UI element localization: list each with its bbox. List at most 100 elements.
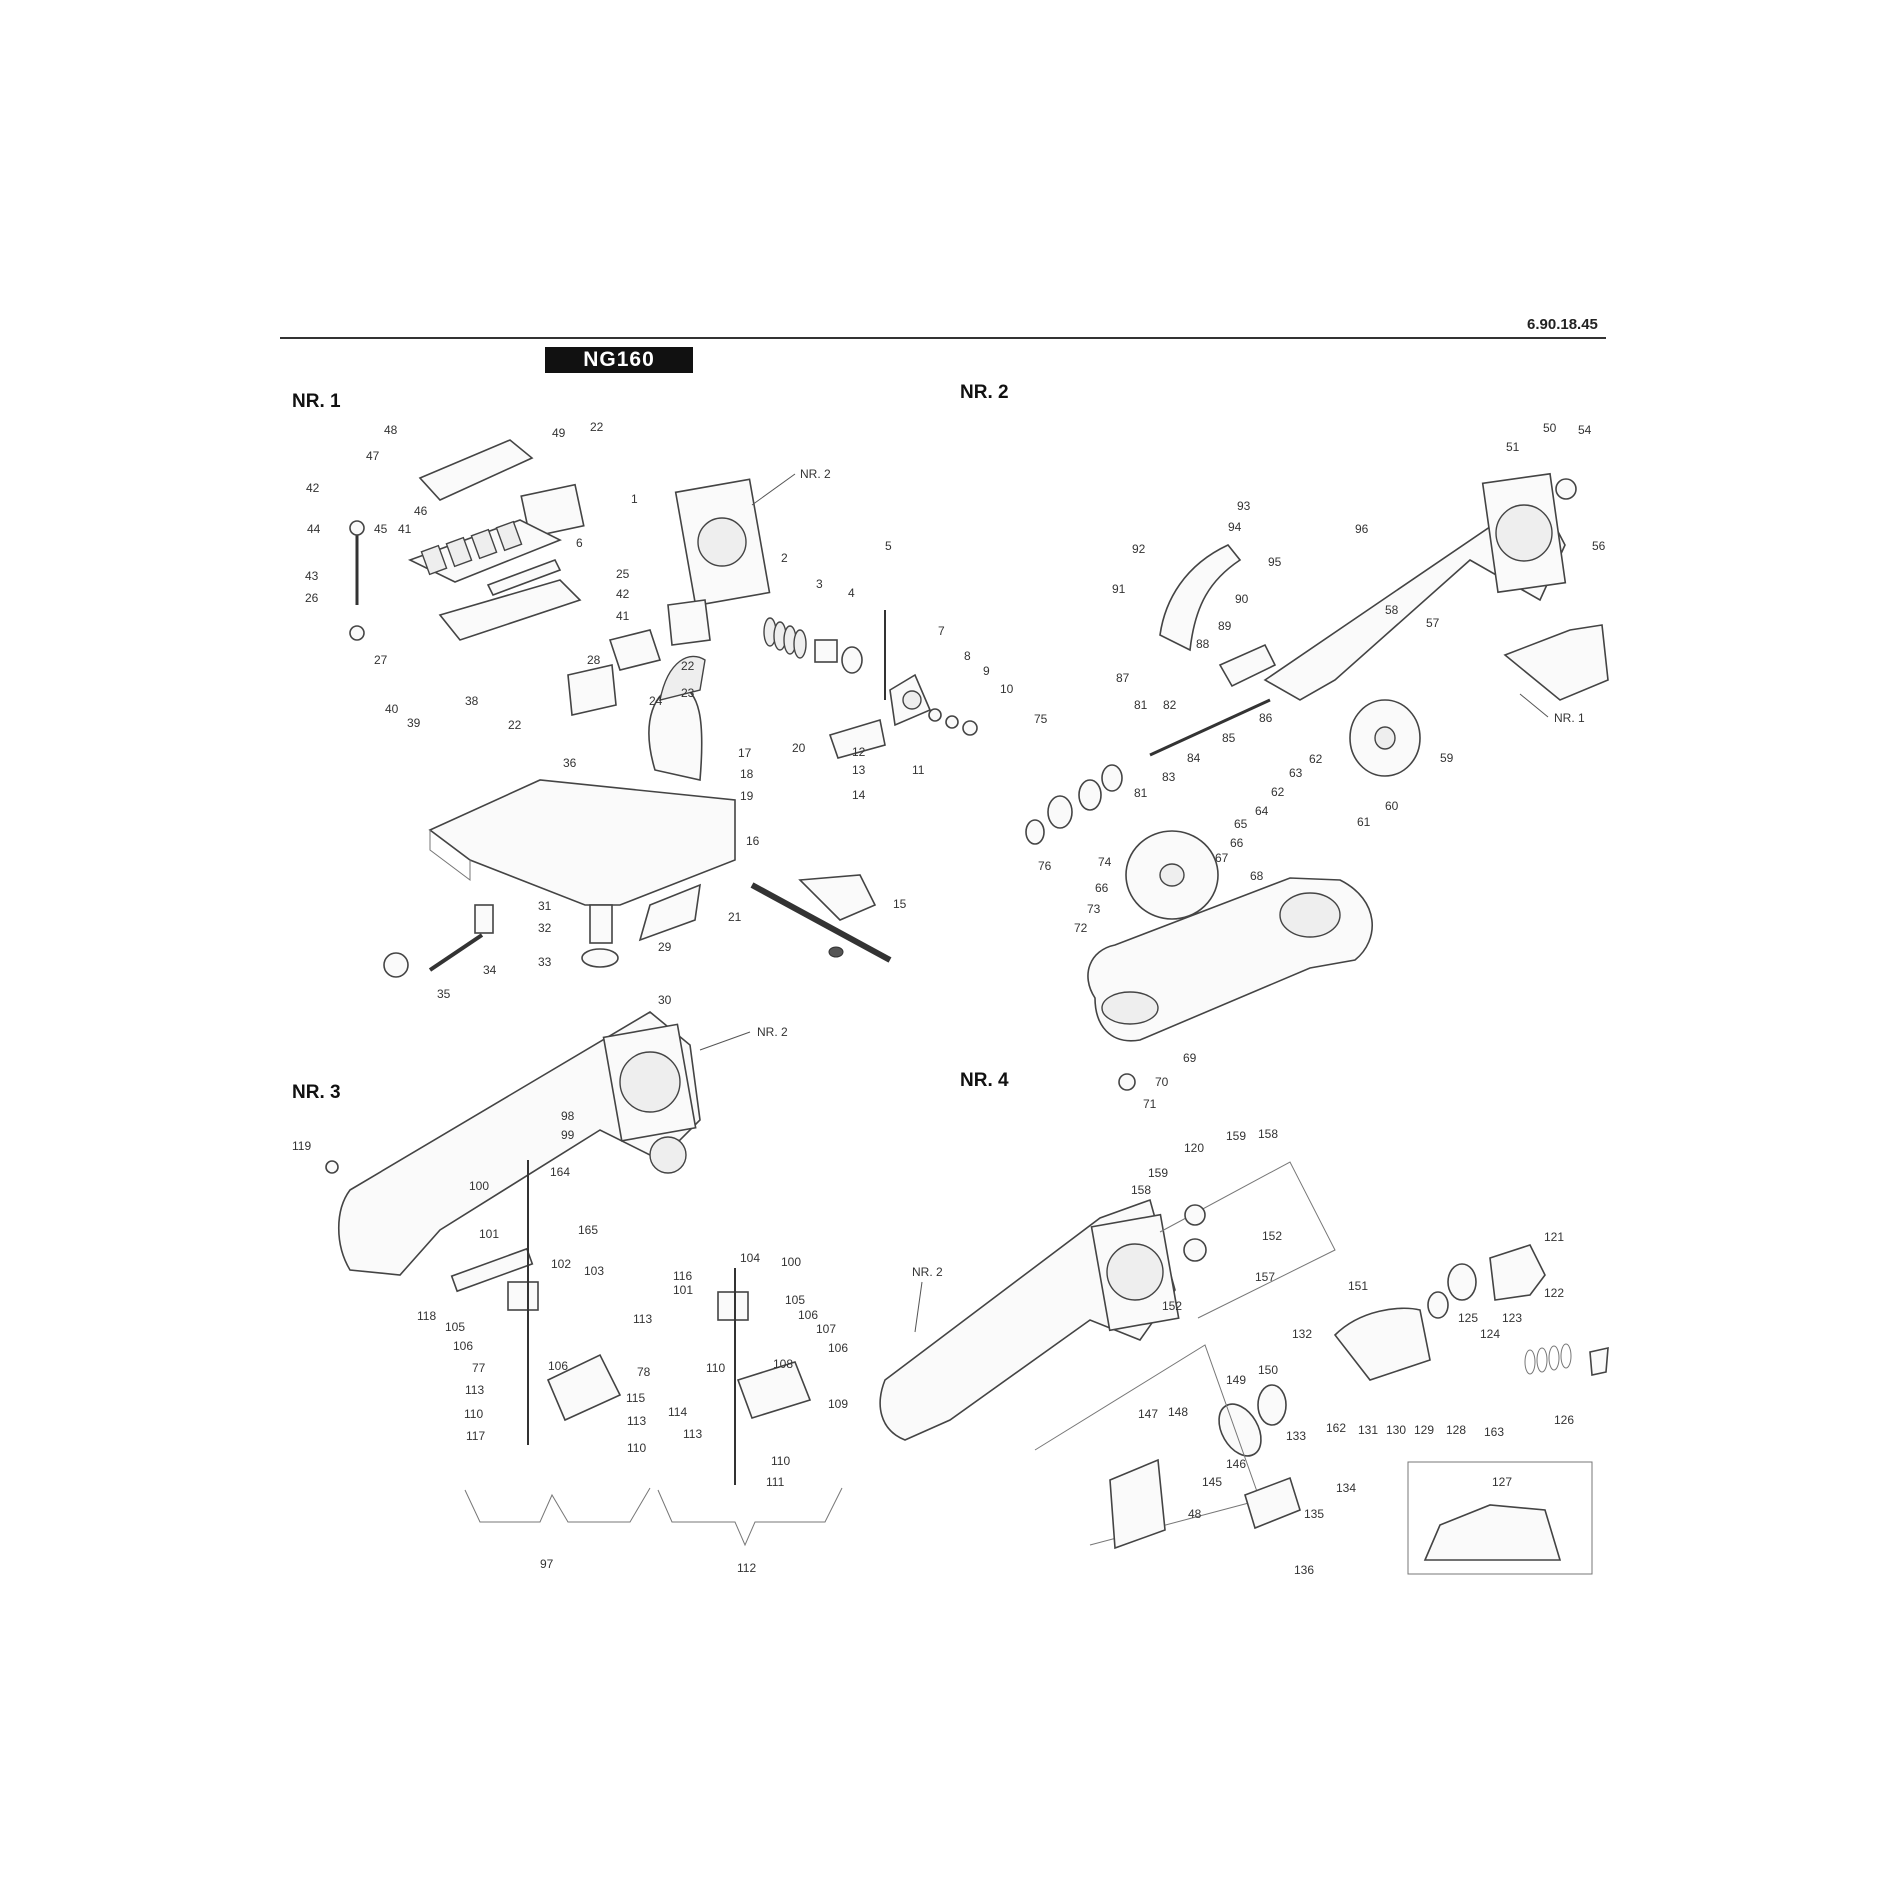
callout: 152 [1162,1299,1182,1313]
callout: 151 [1348,1279,1368,1293]
motor-housing-147 [1109,1458,1166,1550]
callout: 44 [307,522,321,536]
bracket-plate-23 [608,629,662,671]
base-table [428,779,736,906]
gear-75b [1047,795,1073,829]
callout: 9 [983,664,990,678]
guard-cover [418,439,534,501]
callout: 22 [590,420,604,434]
sleeve-3 [814,639,838,663]
callout: 78 [637,1365,651,1379]
gear-124 [1447,1263,1477,1301]
blade-cover-window-rear [1279,892,1341,938]
hinge-bush [902,690,922,710]
callout: 92 [1132,542,1146,556]
callout: 110 [706,1361,725,1375]
callout: 56 [1592,539,1606,553]
callout: 113 [683,1427,702,1441]
callout: 122 [1544,1286,1564,1300]
callout: 48 [384,423,398,437]
callout: 68 [1250,869,1264,883]
callout: 41 [398,522,412,536]
gear-50 [1555,478,1577,500]
nr1-callouts: 48 49 22 47 42 46 44 45 41 1 6 43 25 26 … [305,420,1014,1007]
cross-ref-nr2: NR. 2 [800,467,831,481]
callout: 106 [828,1341,848,1355]
callout: 85 [1222,731,1236,745]
gear-callout-frame [1159,1161,1336,1319]
callout: 74 [1098,855,1112,869]
callout: 17 [738,746,752,760]
callout: 98 [561,1109,575,1123]
callout: 22 [681,659,695,673]
callout: 33 [538,955,552,969]
nr2-callouts: 50 54 51 56 93 94 96 92 91 95 90 58 57 8… [1034,421,1606,1111]
gear-75c [1078,779,1102,811]
callout: 5 [885,539,892,553]
cap-10 [962,720,978,736]
callout: 116 [673,1269,692,1283]
callout: 20 [792,741,806,755]
callout: 159 [1148,1166,1168,1180]
callout: 113 [465,1383,484,1397]
feed-bar-15 [750,882,892,963]
callout: 100 [469,1179,489,1193]
callout: 26 [305,591,319,605]
drive-wheel-hub [1159,863,1185,887]
callout: 120 [1184,1141,1204,1155]
nr1-assembly: 48 49 22 47 42 46 44 45 41 1 6 43 25 26 … [305,420,1014,1007]
wheel-housing-bore [1106,1243,1164,1301]
roller-set [420,520,523,576]
callout: 133 [1286,1429,1306,1443]
nut-8 [928,708,942,722]
callout: 124 [1480,1327,1500,1341]
nr4-callouts: 159 158 120 159 158 152 157 152 121 122 … [1131,1127,1574,1577]
section-title-nr3: NR. 3 [292,1082,341,1103]
bow-frame [337,1011,701,1276]
knob-42-bottom [349,625,365,641]
callout: 146 [1226,1457,1246,1471]
hand-lever-34 [428,933,484,972]
callout: 40 [385,702,399,716]
callout: 109 [828,1397,848,1411]
armature-149 [1218,1403,1262,1457]
bearing-125 [1427,1291,1449,1319]
callout: 39 [407,716,421,730]
callout: 89 [1218,619,1232,633]
callout: 35 [437,987,451,1001]
callout: 34 [483,963,497,977]
callout: 21 [728,910,742,924]
callout: 103 [584,1264,604,1278]
callout: 112 [737,1561,756,1575]
callout: 158 [1258,1127,1278,1141]
callout: 4 [848,586,855,600]
callout: 38 [465,694,479,708]
callout: 22 [508,718,522,732]
callout: 67 [1215,851,1229,865]
blade-cover-window [1101,991,1159,1025]
callout: 163 [1484,1425,1504,1439]
callout: 13 [852,763,866,777]
document-reference: 6.90.18.45 [1527,316,1598,333]
callout: 63 [1289,766,1303,780]
callout: 25 [616,567,630,581]
callout: 158 [1131,1183,1151,1197]
callout: 104 [740,1251,760,1265]
feed-knob [828,946,844,958]
model-label: NG160 [545,347,693,373]
callout: 106 [798,1308,818,1322]
callout: 58 [1385,603,1399,617]
gear-157 [1183,1238,1207,1262]
callout: 6 [576,536,583,550]
callout: 48 [1188,1507,1202,1521]
spring-frame-bore [697,517,747,567]
bushing-32 [474,904,494,934]
callout: 72 [1074,921,1088,935]
callout: 32 [538,921,552,935]
callout: 54 [1578,423,1592,437]
callout: 59 [1440,751,1454,765]
callout: 127 [1492,1475,1512,1489]
wheel-housing-bore [1495,504,1553,562]
knob-42-top [349,520,365,536]
callout: 30 [658,993,672,1007]
